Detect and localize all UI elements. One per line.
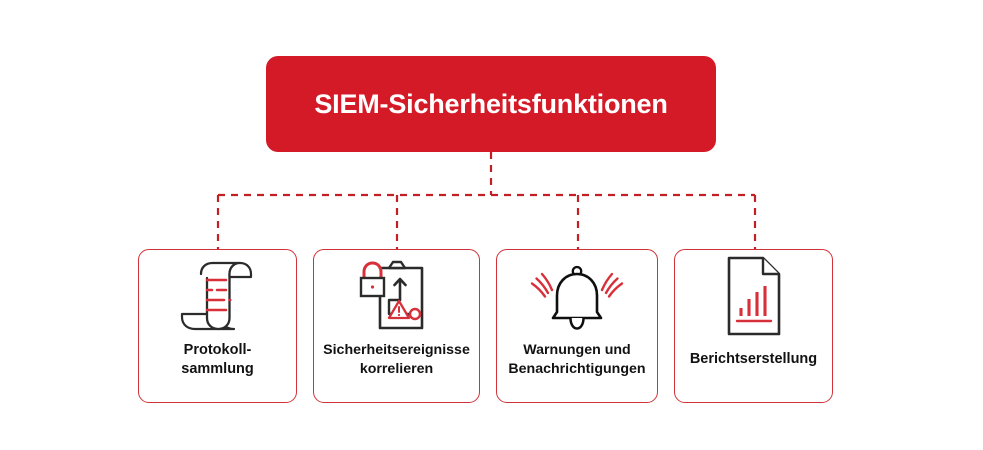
- feature-card-alerts[interactable]: Warnungen und Benachrichtigungen: [495, 249, 658, 403]
- scroll-document-icon: [174, 254, 262, 338]
- document-bar-chart-icon: [717, 254, 789, 338]
- feature-card-label: Warnungen und Benachrichtigungen: [508, 342, 646, 377]
- root-title-box: SIEM-Sicherheitsfunktionen: [266, 56, 716, 152]
- clipboard-lock-warning-icon: [356, 254, 438, 338]
- feature-card-row: Protokoll- sammlung: [138, 249, 833, 403]
- feature-card-log-collection[interactable]: Protokoll- sammlung: [138, 249, 298, 403]
- feature-card-label: Sicherheitsereignisse korrelieren: [323, 342, 470, 377]
- feature-card-event-correlation[interactable]: Sicherheitsereignisse korrelieren: [313, 249, 480, 403]
- feature-card-label: Berichtserstellung: [689, 351, 818, 367]
- feature-card-reporting[interactable]: Berichtserstellung: [673, 249, 833, 403]
- page-title: SIEM-Sicherheitsfunktionen: [314, 88, 668, 119]
- ringing-bell-icon: [529, 254, 625, 338]
- feature-card-label: Protokoll- sammlung: [181, 342, 254, 378]
